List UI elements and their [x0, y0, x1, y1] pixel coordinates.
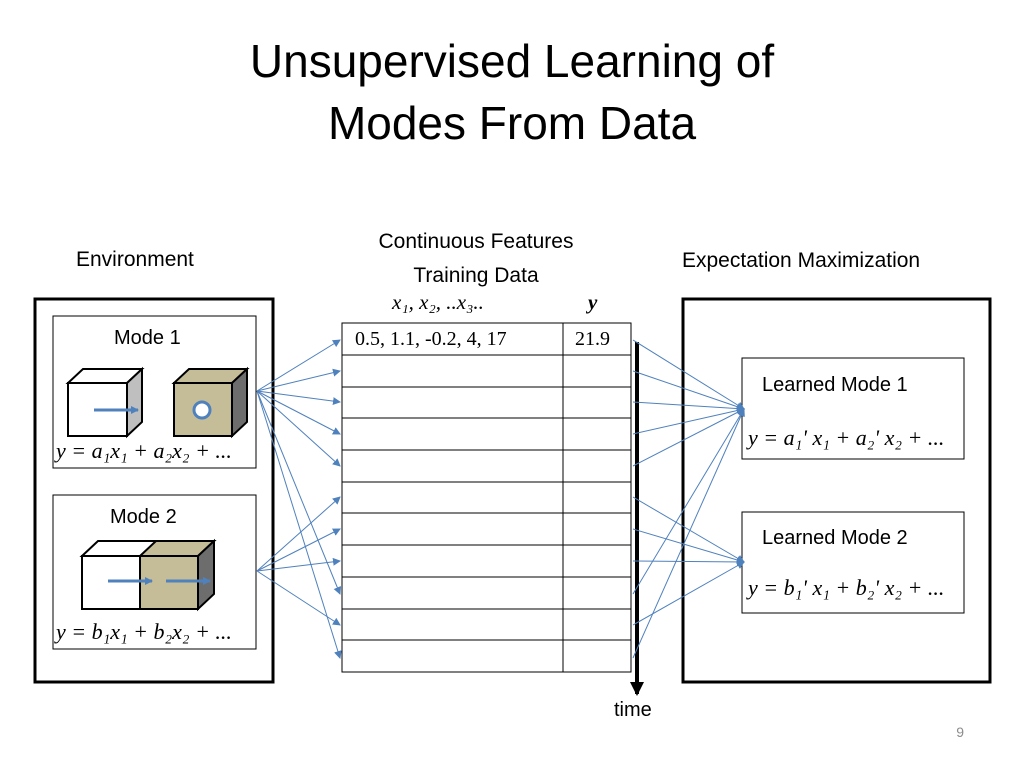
- page-number: 9: [956, 724, 964, 740]
- mode-1-to-data-arrows: [256, 339, 342, 659]
- target-column-header: y: [588, 290, 598, 314]
- training-data-table: [341, 322, 632, 673]
- slide-title: Unsupervised Learning of Modes From Data: [0, 30, 1024, 154]
- learned-mode-1-label: Learned Mode 1: [762, 374, 908, 396]
- mode-2-cubes: [79, 538, 217, 612]
- environment-label: Environment: [76, 248, 194, 271]
- environment-box: [33, 297, 275, 684]
- first-row-target: 21.9: [575, 328, 610, 350]
- mode-1-white-cube: [65, 366, 145, 439]
- target-circle-icon: [192, 400, 212, 420]
- learned-mode-1-equation: y = a₁' x₁ + a₂' x₂ + ...: [748, 425, 945, 450]
- data-to-learned-mode-2-arrows: [632, 496, 745, 626]
- mode-2-to-data-arrows: [256, 496, 341, 626]
- mode-1-label: Mode 1: [114, 327, 181, 349]
- learned-mode-1-box: [741, 357, 965, 460]
- first-row-features: 0.5, 1.1, -0.2, 4, 17: [355, 328, 507, 350]
- mode-1-equation: y = a₁x₁ + a₂x₂ + ...: [56, 438, 232, 463]
- mode-2-equation: y = b₁x₁ + b₂x₂ + ...: [56, 619, 232, 644]
- data-to-learned-mode-1-arrows: [632, 339, 745, 659]
- learned-mode-2-box: [741, 511, 965, 614]
- mode-1-tan-cube: [171, 366, 250, 439]
- feature-column-header: x₁, x₂, ..x₃..: [392, 290, 484, 314]
- em-label: Expectation Maximization: [682, 249, 921, 272]
- mode-2-label: Mode 2: [110, 506, 177, 528]
- title-line-2: Modes From Data: [327, 97, 697, 149]
- training-data-title-1: Continuous Features: [378, 230, 574, 253]
- time-label: time: [614, 699, 652, 721]
- training-data-title-2: Training Data: [413, 264, 539, 287]
- em-box: [681, 297, 992, 684]
- learned-mode-2-label: Learned Mode 2: [762, 527, 908, 549]
- title-line-1: Unsupervised Learning of: [249, 35, 775, 87]
- learned-mode-2-equation: y = b₁' x₁ + b₂' x₂ + ...: [748, 575, 945, 600]
